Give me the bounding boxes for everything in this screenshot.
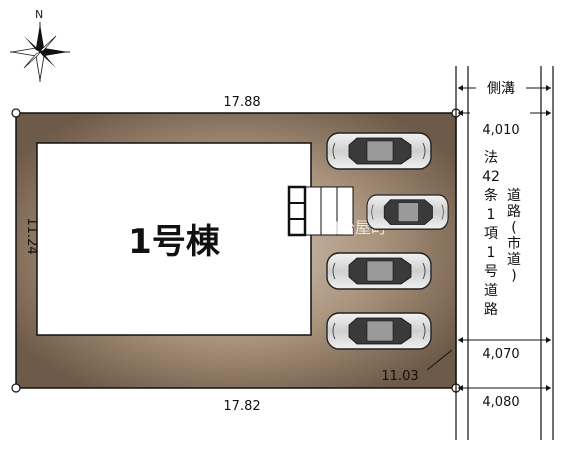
road-width-top: 4,010 xyxy=(482,123,519,138)
road-name-char: 1 xyxy=(487,207,496,223)
lot-top-length: 17.88 xyxy=(223,95,260,110)
road-name-char: 法 xyxy=(484,150,498,166)
parked-car-icon xyxy=(326,252,432,290)
gutter-marker xyxy=(458,85,551,91)
parked-car-icon xyxy=(326,132,432,170)
road-name-char: 道 xyxy=(507,188,521,204)
road-name-char: 道 xyxy=(507,252,521,268)
lot-bottom-length: 17.82 xyxy=(223,399,260,414)
lot-right-length: 11.03 xyxy=(381,369,418,384)
road-name-char: 路 xyxy=(507,204,521,220)
road-name-char: 条 xyxy=(484,187,498,204)
road-name-char: 号 xyxy=(484,264,498,280)
road-name-char: 42 xyxy=(482,169,500,185)
lot-left-length: 11.24 xyxy=(24,217,39,254)
road-name-char: ) xyxy=(511,268,516,284)
road-width-bottom-marker xyxy=(458,385,551,391)
building-footprint xyxy=(36,142,312,336)
road-name-column-1: 法 42 条 1 項 1 号道路 xyxy=(482,150,500,318)
road-name-char: 1 xyxy=(487,245,496,261)
road-name-char: 項 xyxy=(484,226,498,242)
parked-car-icon xyxy=(326,312,432,350)
road-width-mid: 4,070 xyxy=(482,347,519,362)
road-name-char: ( xyxy=(511,220,516,236)
road-width-top-marker xyxy=(458,110,551,116)
road-width-mid-marker xyxy=(458,337,551,343)
road-name-char: 市 xyxy=(507,235,521,252)
road-name-char: 路 xyxy=(484,302,498,318)
gutter-label: 側溝 xyxy=(487,81,515,97)
road-name-column-2: 道路(市道) xyxy=(507,188,521,284)
parked-car-icon xyxy=(366,194,449,230)
road-area xyxy=(455,66,554,440)
compass-north-label: N xyxy=(35,8,43,21)
lot-right-leader-line xyxy=(426,349,453,371)
compass-rose-icon xyxy=(10,22,70,82)
road-width-bottom: 4,080 xyxy=(482,395,519,410)
road-name-char: 道 xyxy=(484,283,498,299)
entrance-steps xyxy=(287,185,354,237)
building-label: 1号棟 xyxy=(128,222,221,262)
